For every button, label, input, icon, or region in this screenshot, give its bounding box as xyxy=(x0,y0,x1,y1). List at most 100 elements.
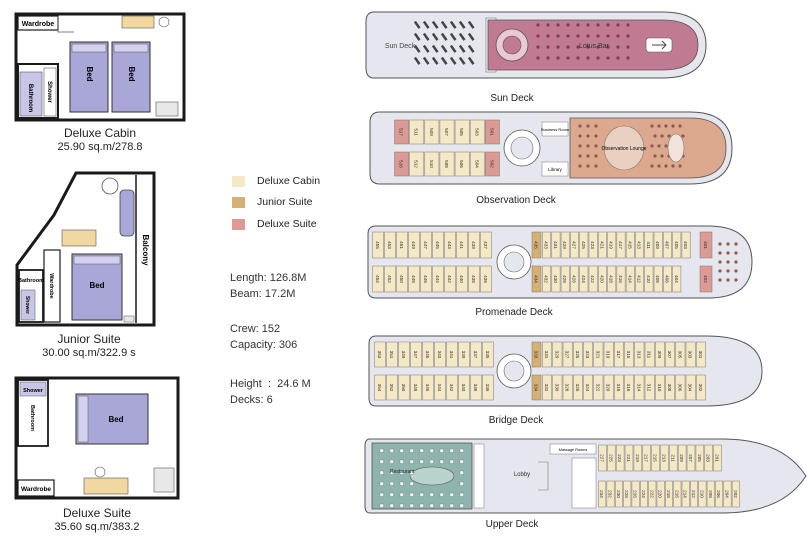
cabin-number: 337 xyxy=(473,351,478,359)
cabin-327 xyxy=(562,341,573,368)
cabin-336 xyxy=(482,374,494,401)
cabin-number: 202 xyxy=(733,490,738,498)
cabin-number: 328 xyxy=(565,384,570,392)
cabin-211 xyxy=(669,444,678,472)
cabin-number: 203 xyxy=(706,454,711,462)
cabin-228 xyxy=(623,480,632,508)
cabin-342 xyxy=(446,374,458,401)
cabin-450 xyxy=(396,265,408,293)
deluxe-suite-caption: Deluxe Suite 35.60 sq.m/383.2 xyxy=(14,506,180,534)
cabin-number: 205 xyxy=(697,454,702,462)
cabin-333 xyxy=(531,341,542,368)
restaurant-table xyxy=(429,492,434,497)
cabin-number: 503 xyxy=(474,128,479,136)
svg-text:Bed: Bed xyxy=(85,66,94,81)
cabin-number: 505 xyxy=(459,128,464,136)
cabin-445 xyxy=(432,231,444,259)
cabin-number: 408 xyxy=(655,275,660,283)
bar-table xyxy=(576,56,580,60)
restaurant-table xyxy=(409,459,414,464)
lounge-table xyxy=(664,164,668,168)
cabin-217 xyxy=(642,444,651,472)
restaurant-table xyxy=(419,492,424,497)
cabin-230 xyxy=(614,480,623,508)
bar-table xyxy=(566,45,570,49)
cabin-319 xyxy=(603,341,614,368)
cabin-number: 317 xyxy=(616,351,621,359)
cabin-number: 206 xyxy=(716,490,721,498)
cabin-number: 435 xyxy=(534,241,539,249)
restaurant-tables xyxy=(379,448,464,508)
cabin-219 xyxy=(633,444,643,472)
cabin-number: 316 xyxy=(626,384,631,392)
cabin-number: 216 xyxy=(674,490,679,498)
lounge-table xyxy=(667,134,671,138)
restaurant-table xyxy=(459,448,464,453)
restaurant-table xyxy=(459,503,464,508)
sun-lounger xyxy=(458,56,466,65)
cabin-number: 437 xyxy=(483,241,488,249)
observation-lounge-label: Observation Lounge xyxy=(601,146,646,152)
cabin-429 xyxy=(560,231,570,259)
restaurant-table xyxy=(379,492,384,497)
sun-lounger xyxy=(449,20,457,29)
cabin-334 xyxy=(531,374,542,401)
cabin-504 xyxy=(469,151,485,177)
cabin-215 xyxy=(651,444,660,472)
cabin-305 xyxy=(675,341,686,368)
spec-capacity: Capacity: 306 xyxy=(230,339,298,351)
cabin-321 xyxy=(593,341,604,368)
bar-table xyxy=(546,34,550,38)
cabin-number: 348 xyxy=(413,384,418,392)
cabin-number: 415 xyxy=(627,241,632,249)
cabin-430 xyxy=(551,265,561,293)
cabin-number: 502 xyxy=(489,160,494,168)
cabin-447 xyxy=(420,231,432,259)
lounge-table xyxy=(660,134,664,138)
lounge-table xyxy=(650,164,654,168)
cabin-number: 346 xyxy=(425,384,430,392)
cabin-312 xyxy=(644,374,655,401)
cabin-437 xyxy=(480,231,492,259)
lounge-table xyxy=(594,144,598,148)
cabin-number: 439 xyxy=(471,241,476,249)
library-label: Library xyxy=(548,167,563,172)
cabin-348 xyxy=(410,374,422,401)
cabin-number: 314 xyxy=(636,384,641,392)
cabin-415 xyxy=(625,231,635,259)
cabin-234 xyxy=(598,480,607,508)
cabin-number: 438 xyxy=(471,275,476,283)
cabin-502 xyxy=(485,151,500,177)
lounge-table xyxy=(678,124,682,128)
cabin-401 xyxy=(699,231,713,259)
cabin-301 xyxy=(696,341,706,368)
cabin-409 xyxy=(653,231,663,259)
cabin-314 xyxy=(634,374,645,401)
lounge-table xyxy=(578,154,582,158)
cabin-453 xyxy=(384,231,396,259)
restaurant-table xyxy=(449,492,454,497)
cabin-number: 445 xyxy=(435,241,440,249)
cabin-number: 344 xyxy=(437,384,442,392)
cabin-number: 340 xyxy=(461,384,466,392)
lotus-bar-label: Lotus Bar xyxy=(579,43,610,50)
cabin-number: 450 xyxy=(399,275,404,283)
cabin-425 xyxy=(579,231,589,259)
bow-table xyxy=(726,260,730,264)
bow-table xyxy=(734,269,738,273)
cabin-444 xyxy=(432,265,444,293)
bar-table xyxy=(556,45,560,49)
wardrobe-label: Wardrobe xyxy=(48,273,54,298)
cabin-number: 324 xyxy=(585,384,590,392)
bow-table xyxy=(726,278,730,282)
upper-deck-title: Upper Deck xyxy=(485,519,539,530)
cabin-330 xyxy=(552,374,563,401)
cabin-218 xyxy=(665,480,673,508)
cabin-number: 423 xyxy=(590,241,595,249)
promenade-bow-lounge xyxy=(718,242,738,282)
cabin-number: 232 xyxy=(608,490,613,498)
cabin-433 xyxy=(542,231,552,259)
cabin-212 xyxy=(690,480,698,508)
cabin-503 xyxy=(469,119,485,145)
